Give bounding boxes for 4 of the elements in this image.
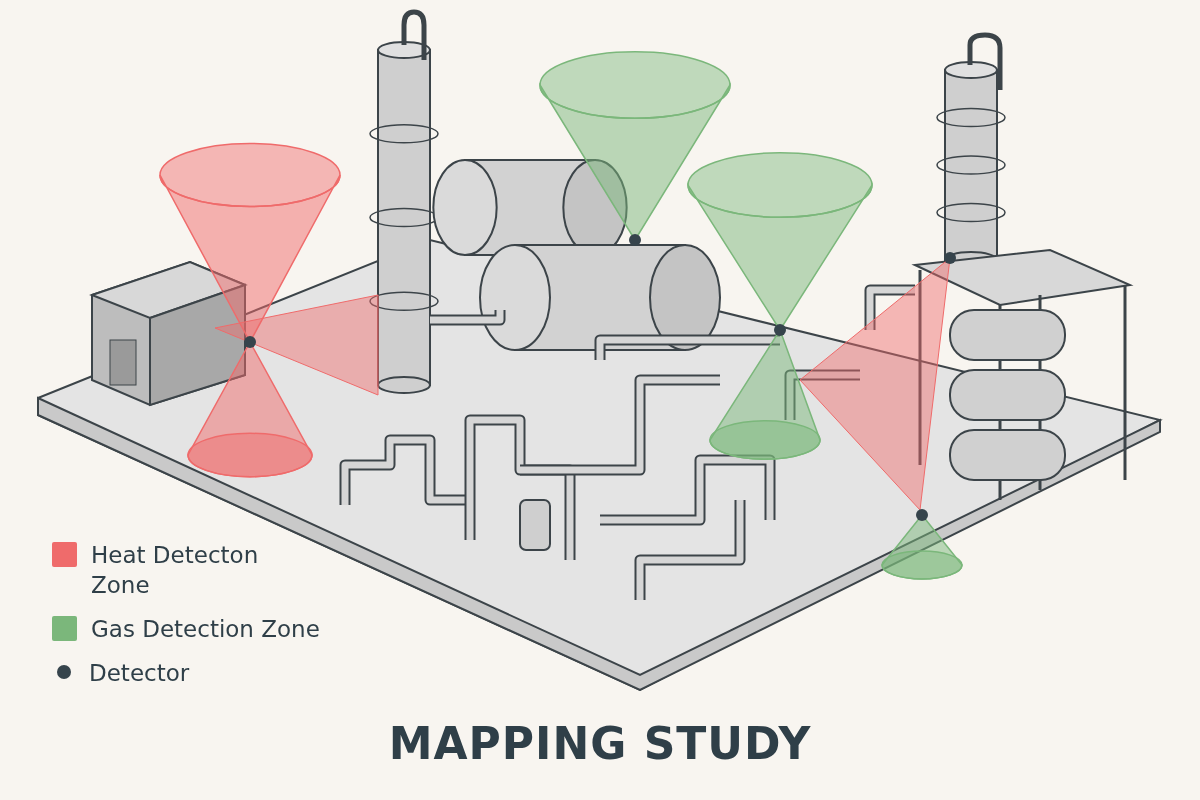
- legend-label: Detector: [89, 659, 191, 688]
- legend-label: Heat Detecton Zone: [91, 541, 260, 600]
- legend-label: Gas Detection Zone: [91, 615, 321, 644]
- diagram-title: MAPPING STUDY: [388, 718, 812, 769]
